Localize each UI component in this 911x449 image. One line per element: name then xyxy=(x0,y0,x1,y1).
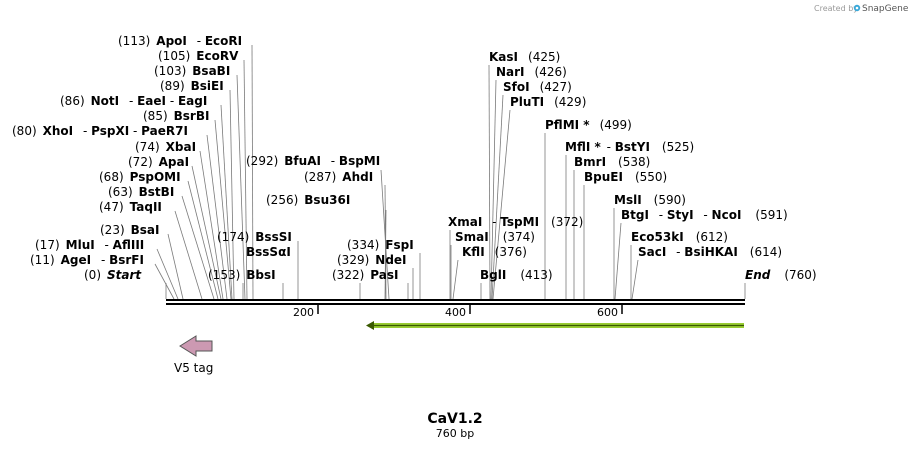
credit-text: Created by xyxy=(814,4,858,13)
site-eco53ki[interactable]: Eco53kI(612) xyxy=(631,230,728,244)
site-bmri[interactable]: BmrI(538) xyxy=(574,155,650,169)
site-sfoi[interactable]: SfoI(427) xyxy=(503,80,572,94)
site-bsabi[interactable]: (103)BsaBI xyxy=(154,64,230,78)
site-bstbi[interactable]: (63)BstBI xyxy=(108,185,174,199)
site-noti[interactable]: (86)NotI - EaeI - EagI xyxy=(60,94,207,108)
site-smai[interactable]: SmaI(374) xyxy=(455,230,535,244)
ruler-tick-label: 400 xyxy=(445,306,466,319)
snapgene-brand: SnapGene xyxy=(862,4,909,14)
v5-tag-feature[interactable]: V5 tag xyxy=(174,335,213,375)
site-leader-lines xyxy=(154,44,746,300)
site-taqii[interactable]: (47)TaqII xyxy=(99,200,162,214)
site-bfuai[interactable]: (292)BfuAI - BspMI xyxy=(246,154,380,168)
site-pluti[interactable]: PluTI(429) xyxy=(510,95,586,109)
site-pspomi[interactable]: (68)PspOMI xyxy=(99,170,181,184)
site-apai[interactable]: (72)ApaI xyxy=(128,155,189,169)
site-kasi[interactable]: KasI(425) xyxy=(489,50,560,64)
map-title: CaV1.2 xyxy=(427,411,482,427)
site-pasi[interactable]: (322)PasI xyxy=(332,268,398,282)
site-xbai[interactable]: (74)XbaI xyxy=(135,140,196,154)
ruler: 200 400 600 xyxy=(293,305,623,319)
site-xmai[interactable]: XmaI - TspMI(372) xyxy=(448,215,583,229)
site-start[interactable]: (0)Start xyxy=(84,268,142,282)
ruler-tick-label: 600 xyxy=(597,306,618,319)
site-mlui[interactable]: (17)MluI - AflIII xyxy=(35,238,144,252)
site-bpuei[interactable]: BpuEI(550) xyxy=(584,170,667,184)
site-bsu36i[interactable]: (256)Bsu36I xyxy=(266,193,350,207)
site-ndei[interactable]: (329)NdeI xyxy=(337,253,407,267)
feature-arrowhead xyxy=(366,321,374,330)
site-kfli[interactable]: KflI(376) xyxy=(462,245,527,259)
site-btgi[interactable]: BtgI - StyI - NcoI(591) xyxy=(621,208,788,222)
site-bsrbi[interactable]: (85)BsrBI xyxy=(143,109,209,123)
site-bsai[interactable]: (23)BsaI xyxy=(100,223,160,237)
site-bgli[interactable]: BglI(413) xyxy=(480,268,553,282)
dna-backbone xyxy=(166,299,745,305)
site-bsssai[interactable]: BssSαI xyxy=(246,245,291,259)
site-end[interactable]: End(760) xyxy=(745,268,817,282)
site-mfli[interactable]: MflI * - BstYI(525) xyxy=(565,140,694,154)
site-saci[interactable]: SacI - BsiHKAI(614) xyxy=(638,245,782,259)
site-msli[interactable]: MslI(590) xyxy=(614,193,686,207)
ruler-tick-label: 200 xyxy=(293,306,314,319)
v5-tag-arrow xyxy=(179,335,213,357)
site-nari[interactable]: NarI(426) xyxy=(496,65,567,79)
feature-arrow-green[interactable] xyxy=(366,321,744,330)
map-length: 760 bp xyxy=(436,427,474,440)
site-ahdi[interactable]: (287)AhdI xyxy=(304,170,373,184)
site-bbsi[interactable]: (153)BbsI xyxy=(208,268,276,282)
site-bsiei[interactable]: (89)BsiEI xyxy=(160,79,224,93)
v5-tag-label: V5 tag xyxy=(174,361,213,375)
site-ecorv[interactable]: (105)EcoRV xyxy=(158,49,239,63)
site-apoi[interactable]: (113)ApoI - EcoRI xyxy=(118,34,242,48)
site-fspi[interactable]: (334)FspI xyxy=(347,238,414,252)
snapgene-logo xyxy=(853,4,861,12)
site-labels: (0)Start (11)AgeI - BsrFI (17)MluI - Afl… xyxy=(12,34,817,282)
site-agei[interactable]: (11)AgeI - BsrFI xyxy=(30,253,144,267)
site-xhoi[interactable]: (80)XhoI - PspXI - PaeR7I xyxy=(12,124,188,138)
site-pflmi[interactable]: PflMI *(499) xyxy=(545,118,632,132)
site-bsssi[interactable]: (174)BssSI xyxy=(217,230,292,244)
